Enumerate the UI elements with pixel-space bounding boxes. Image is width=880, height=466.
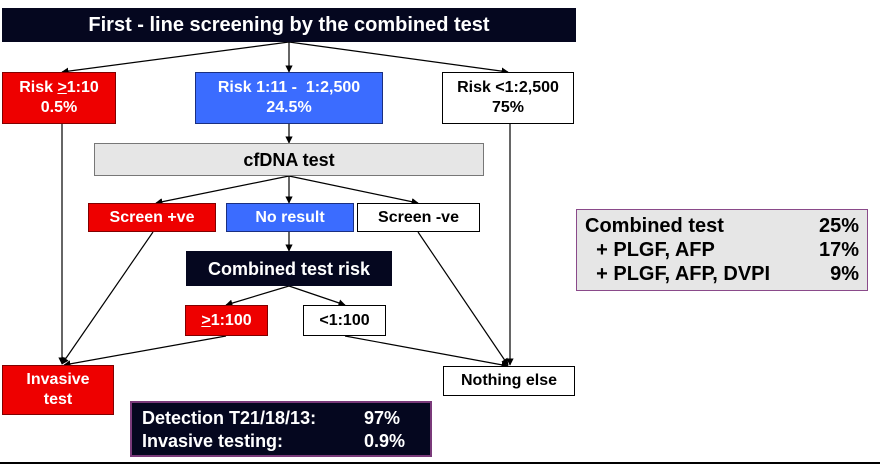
arrow-cfdna-to-pos [155, 175, 290, 206]
stat-value: 9% [830, 263, 859, 285]
screen-negative-label: Screen -ve [378, 208, 459, 226]
risk-high-label: Risk >1:10 [19, 79, 99, 96]
title-box: First - line screening by the combined t… [2, 8, 576, 42]
arrow-combined-to-ge100 [225, 285, 290, 307]
arrow-title-to-low [288, 41, 509, 75]
arrow-pos-to-invasive [61, 231, 154, 365]
no-result-box: No result [226, 203, 354, 232]
stat-row: Combined test 25% [585, 214, 859, 238]
combined-risk-label: Combined test risk [207, 258, 371, 279]
stat-value: 25% [818, 215, 859, 237]
no-result-label: No result [255, 208, 325, 226]
risk-ge-100-label: >1:100 [201, 311, 252, 329]
stat-label: Combined test [585, 215, 724, 237]
summary-value: 0.9% [364, 431, 406, 451]
risk-ge-100-box: >1:100 [185, 305, 268, 336]
nothing-else-box: Nothing else [443, 366, 575, 396]
combined-risk-box: Combined test risk [186, 251, 392, 286]
arrow-neg-to-nothing [417, 231, 509, 366]
bottom-rule [0, 462, 880, 464]
screen-negative-box: Screen -ve [357, 203, 480, 232]
summary-row: Invasive testing: 0.9% [142, 430, 430, 453]
stat-label: + PLGF, AFP [585, 239, 715, 261]
invasive-line1: Invasive [26, 371, 90, 388]
title-text: First - line screening by the combined t… [88, 14, 490, 36]
nothing-else-label: Nothing else [460, 372, 557, 389]
cfdna-box: cfDNA test [94, 143, 484, 176]
summary-panel: Detection T21/18/13: 97% Invasive testin… [130, 401, 432, 457]
risk-high-box: Risk >1:10 0.5% [2, 72, 116, 124]
risk-low-percent: 75% [491, 99, 525, 116]
stat-label: + PLGF, AFP, DVPI [585, 263, 771, 285]
risk-low-label: Risk <1:2,500 [457, 79, 559, 96]
cfdna-label: cfDNA test [243, 149, 335, 170]
risk-lt-100-box: <1:100 [303, 305, 386, 336]
risk-lt-100-label: <1:100 [319, 311, 370, 329]
summary-label: Invasive testing: [142, 431, 284, 451]
summary-value: 97% [364, 408, 401, 428]
risk-mid-percent: 24.5% [266, 99, 312, 116]
detection-rates-panel: Combined test 25% + PLGF, AFP 17% + PLGF… [576, 209, 868, 291]
arrow-combined-to-lt100 [288, 285, 346, 307]
stat-value: 17% [818, 239, 859, 261]
invasive-line2: test [43, 391, 73, 408]
risk-mid-box: Risk 1:11 - 1:2,500 24.5% [195, 72, 383, 124]
invasive-test-box: Invasive test [2, 365, 114, 415]
stat-row: + PLGF, AFP, DVPI 9% [585, 262, 859, 286]
stat-row: + PLGF, AFP 17% [585, 238, 859, 262]
arrow-ge100-to-invasive [63, 335, 227, 368]
summary-label: Detection T21/18/13: [142, 408, 317, 428]
risk-low-box: Risk <1:2,500 75% [442, 72, 574, 124]
screen-positive-box: Screen +ve [88, 203, 216, 232]
arrow-lt100-to-nothing [344, 335, 509, 369]
arrow-cfdna-to-neg [288, 175, 419, 206]
arrow-title-to-high [61, 41, 290, 75]
screen-positive-label: Screen +ve [109, 208, 195, 226]
risk-mid-label: Risk 1:11 - 1:2,500 [217, 79, 361, 96]
summary-row: Detection T21/18/13: 97% [142, 407, 430, 430]
risk-high-percent: 0.5% [40, 99, 78, 116]
